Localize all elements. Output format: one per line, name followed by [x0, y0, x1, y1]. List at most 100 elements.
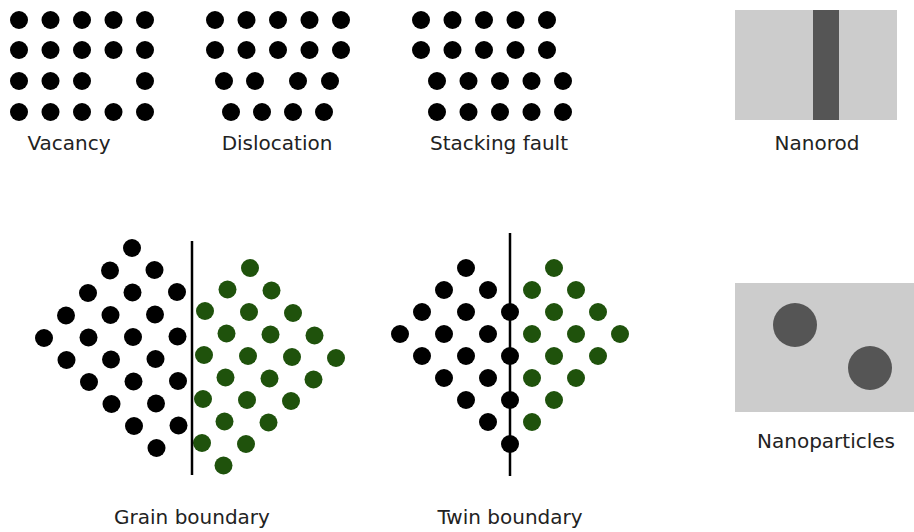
- atom: [475, 41, 493, 59]
- atom: [289, 72, 307, 90]
- atom: [412, 11, 430, 29]
- atom: [567, 369, 585, 387]
- atom: [545, 303, 563, 321]
- defect-label: Twin boundary: [437, 505, 582, 529]
- atom: [238, 11, 256, 29]
- atom: [523, 103, 541, 121]
- defect-label: Stacking fault: [430, 131, 568, 155]
- atom: [538, 11, 556, 29]
- atom: [136, 72, 154, 90]
- atom: [73, 72, 91, 90]
- atom: [269, 41, 287, 59]
- atom: [124, 284, 142, 302]
- atom: [105, 103, 123, 121]
- atom: [215, 72, 233, 90]
- atom: [73, 41, 91, 59]
- atom: [283, 348, 301, 366]
- atom: [105, 11, 123, 29]
- atom: [261, 370, 279, 388]
- atom: [79, 284, 97, 302]
- atom: [435, 281, 453, 299]
- atom: [301, 41, 319, 59]
- atom: [73, 11, 91, 29]
- atom: [136, 103, 154, 121]
- atom: [413, 347, 431, 365]
- matrix-block: [735, 10, 897, 120]
- boundary-line: [191, 241, 194, 475]
- atom: [80, 373, 98, 391]
- atom: [554, 103, 572, 121]
- atom: [327, 349, 345, 367]
- atom: [10, 41, 28, 59]
- atom: [170, 417, 188, 435]
- atom-group: [10, 11, 629, 475]
- atom: [216, 413, 234, 431]
- atom: [479, 281, 497, 299]
- atom: [196, 302, 214, 320]
- atom: [193, 434, 211, 452]
- defect-label: Grain boundary: [114, 505, 270, 529]
- atom: [475, 11, 493, 29]
- atom: [412, 41, 430, 59]
- atom: [444, 11, 462, 29]
- atom: [246, 72, 264, 90]
- atom: [102, 306, 120, 324]
- atom: [240, 303, 258, 321]
- atom: [148, 439, 166, 457]
- atom: [239, 347, 257, 365]
- atom: [147, 395, 165, 413]
- boundary-line: [509, 233, 512, 476]
- nanorod-shape: [813, 10, 839, 120]
- atom: [146, 306, 164, 324]
- atom: [391, 325, 409, 343]
- defect-label: Nanorod: [775, 131, 860, 155]
- atom: [206, 41, 224, 59]
- atom: [306, 327, 324, 345]
- nanoparticle-shape: [848, 346, 892, 390]
- atom: [80, 329, 98, 347]
- atom: [147, 350, 165, 368]
- atom: [35, 329, 53, 347]
- atom: [10, 103, 28, 121]
- defect-label: Nanoparticles: [757, 429, 895, 453]
- atom: [479, 369, 497, 387]
- atom: [125, 373, 143, 391]
- atom: [42, 103, 60, 121]
- atom: [125, 417, 143, 435]
- atom: [222, 103, 240, 121]
- atom: [105, 41, 123, 59]
- atom: [238, 391, 256, 409]
- atom: [136, 41, 154, 59]
- atom: [460, 103, 478, 121]
- atom: [523, 325, 541, 343]
- atom: [73, 103, 91, 121]
- atom: [545, 259, 563, 277]
- atom: [103, 395, 121, 413]
- atom: [567, 281, 585, 299]
- atom: [169, 372, 187, 390]
- atom: [589, 303, 607, 321]
- atom: [523, 369, 541, 387]
- atom: [219, 281, 237, 299]
- atom: [305, 371, 323, 389]
- atom: [195, 346, 213, 364]
- atom: [218, 325, 236, 343]
- atom: [567, 325, 585, 343]
- atom: [101, 262, 119, 280]
- atom: [146, 261, 164, 279]
- atom: [491, 103, 509, 121]
- atom: [507, 41, 525, 59]
- defect-label: Dislocation: [222, 131, 333, 155]
- atom: [523, 281, 541, 299]
- atom: [10, 11, 28, 29]
- atom: [263, 282, 281, 300]
- atom: [545, 347, 563, 365]
- atom: [217, 369, 235, 387]
- atom: [523, 413, 541, 431]
- atom: [238, 41, 256, 59]
- atom: [194, 390, 212, 408]
- atom: [321, 72, 339, 90]
- atom: [428, 103, 446, 121]
- atom: [457, 347, 475, 365]
- atom: [444, 41, 462, 59]
